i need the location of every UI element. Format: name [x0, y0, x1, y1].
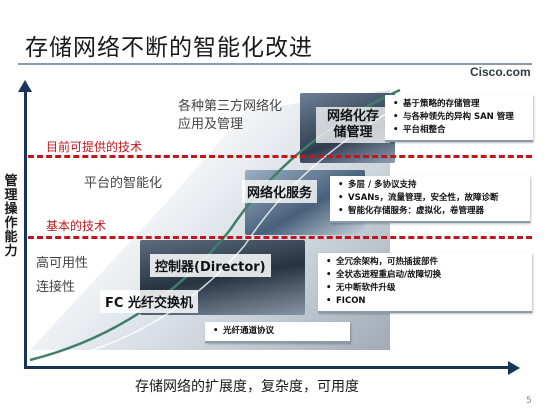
x-axis — [24, 366, 510, 369]
title-divider — [18, 63, 532, 65]
panel-item: 智能化存储服务：虚拟化，卷管理器 — [338, 205, 524, 218]
panel-network-services: 多层 / 多协议支持 VSANs，流量管理，安全性，故障诊断 智能化存储服务：虚… — [330, 176, 530, 223]
stage-third-party: 各种第三方网络化应用及管理 — [178, 99, 283, 132]
panel-item: VSANs，流量管理，安全性，故障诊断 — [338, 192, 524, 205]
basic-tech-line — [28, 236, 532, 239]
panel-item: 基于策略的存储管理 — [393, 98, 527, 111]
panel-item: 与各种领先的异构 SAN 管理 — [393, 111, 527, 124]
y-axis — [24, 88, 27, 368]
panel-item: 无中断软件升级 — [326, 282, 526, 295]
panel-item: 全状态进程重启动/故障切换 — [326, 269, 526, 282]
page-title: 存储网络不断的智能化改进 — [25, 35, 313, 61]
panel-item: FICON — [326, 295, 526, 308]
stage-high-availability: 高可用性 — [36, 256, 89, 271]
y-axis-arrow-icon — [18, 80, 32, 92]
stage-platform: 平台的智能化 — [84, 176, 163, 191]
panel-director: 全冗余架构，可热插拔部件 全状态进程重启动/故障切换 无中断软件升级 FICON — [318, 253, 532, 313]
panel-item: 光纤通道协议 — [213, 325, 344, 338]
panel-item: 全冗余架构，可热插拔部件 — [326, 256, 526, 269]
x-axis-arrow-icon — [508, 361, 520, 375]
milestone-network-services: 网络化服务 — [242, 180, 318, 203]
current-tech-label: 目前可提供的技术 — [46, 140, 143, 154]
y-axis-label: 管理操作能力 — [4, 174, 18, 259]
milestone-fc-switch: FC 光纤交换机 — [100, 290, 198, 313]
panel-item: 平台相整合 — [393, 124, 527, 137]
stage-connectivity: 连接性 — [36, 280, 76, 295]
panel-item: 多层 / 多协议支持 — [338, 179, 524, 192]
milestone-director: 控制器(Director) — [150, 254, 271, 277]
x-axis-label: 存储网络的扩展度，复杂度，可用度 — [135, 379, 359, 395]
panel-storage-management: 基于策略的存储管理 与各种领先的异构 SAN 管理 平台相整合 — [385, 95, 533, 142]
panel-fc-protocol: 光纤通道协议 — [205, 322, 350, 343]
current-tech-line — [28, 155, 532, 158]
basic-tech-label: 基本的技术 — [46, 219, 107, 233]
milestone-networked-storage: 网络化存储管理 — [316, 107, 390, 143]
page-number: 5 — [526, 396, 532, 406]
brand-logo: Cisco.com — [470, 65, 531, 79]
